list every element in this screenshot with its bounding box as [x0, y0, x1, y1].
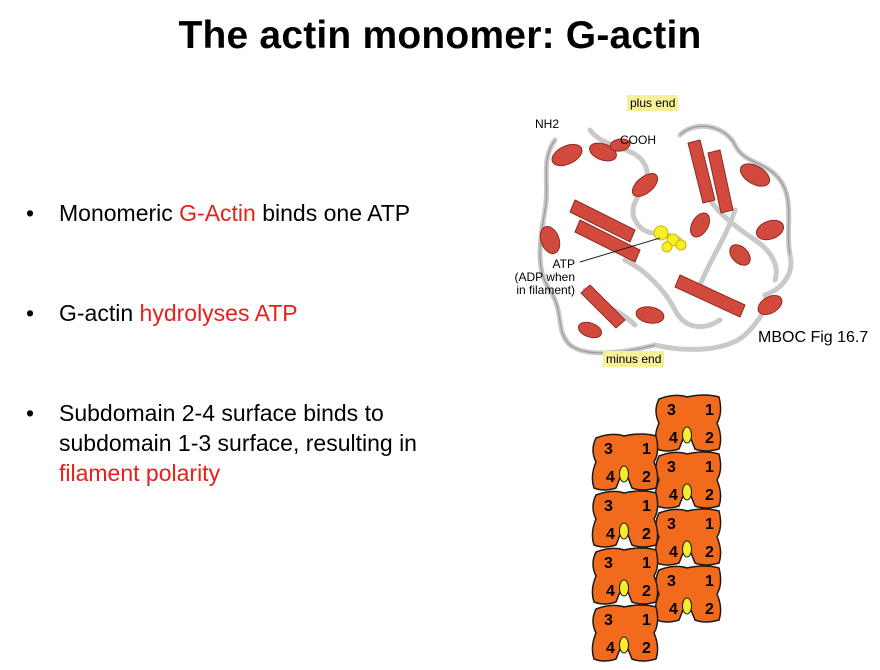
- actin-monomer: 3 1 4 2: [654, 451, 722, 509]
- subdomain-label: 3: [667, 573, 676, 590]
- secondary-structures: [539, 138, 785, 339]
- subdomain-label: 2: [705, 430, 714, 447]
- subdomain-label: 3: [604, 612, 613, 629]
- slide-title: The actin monomer: G-actin: [178, 14, 702, 57]
- bullet-highlight: G-Actin: [179, 200, 256, 226]
- atp-site: [619, 579, 629, 597]
- actin-monomer: 3 1 4 2: [591, 604, 659, 662]
- monomer-body: [591, 604, 659, 662]
- protein-ribbon-diagram: [537, 123, 794, 356]
- atp-label: ATP (ADP when in filament): [514, 257, 575, 297]
- g-actin-structure-figure: plus end minus end NH2 COOH ATP (ADP whe…: [495, 90, 825, 375]
- bullet-highlight: filament polarity: [59, 460, 221, 486]
- bullet-dot: •: [26, 400, 35, 426]
- actin-monomer: 3 1 4 2: [654, 508, 722, 566]
- subdomain-label: 3: [667, 402, 676, 419]
- bullet-dot: •: [26, 300, 35, 326]
- subdomain-label: 2: [705, 601, 714, 618]
- subdomain-label: 1: [705, 402, 714, 419]
- subdomain-label: 2: [642, 583, 651, 600]
- subdomain-label: 4: [669, 430, 678, 447]
- subdomain-label: 2: [705, 544, 714, 561]
- nh2-label: NH2: [535, 117, 560, 131]
- subdomain-label: 4: [606, 469, 615, 486]
- actin-monomer: 3 1 4 2: [654, 394, 722, 452]
- actin-monomer: 3 1 4 2: [591, 547, 659, 605]
- subdomain-label: 3: [667, 516, 676, 533]
- figure-caption: MBOC Fig 16.7: [758, 329, 869, 346]
- bullet-text: subdomain 1-3 surface, resulting in: [59, 430, 417, 456]
- bullet-dot: •: [26, 200, 35, 226]
- cooh-label: COOH: [620, 133, 656, 147]
- subdomain-label: 2: [705, 487, 714, 504]
- atp-site: [682, 483, 692, 501]
- subdomain-label: 4: [669, 487, 678, 504]
- subdomain-label: 4: [606, 640, 615, 657]
- coil-backbone: [537, 123, 794, 356]
- subdomain-label: 2: [642, 526, 651, 543]
- subdomain-label: 3: [667, 459, 676, 476]
- atp-site: [619, 465, 629, 483]
- bullet-text: Subdomain 2-4 surface binds to: [59, 400, 384, 426]
- subdomain-label: 3: [604, 498, 613, 515]
- actin-monomer: 3 1 4 2: [591, 433, 659, 491]
- bullet-text: Monomeric: [59, 200, 180, 226]
- atp-site: [682, 597, 692, 615]
- subdomain-label: 4: [669, 601, 678, 618]
- monomer-body: [591, 490, 659, 548]
- subdomain-label: 3: [604, 441, 613, 458]
- plus-end-label: plus end: [627, 95, 679, 111]
- subdomain-label: 1: [705, 516, 714, 533]
- subdomain-label: 1: [642, 555, 651, 572]
- subdomain-label: 1: [642, 498, 651, 515]
- subdomain-label: 2: [642, 640, 651, 657]
- subdomain-label: 2: [642, 469, 651, 486]
- subdomain-label: 4: [606, 583, 615, 600]
- atp-site: [619, 636, 629, 654]
- atp-site: [682, 540, 692, 558]
- bullet-highlight: hydrolyses ATP: [139, 300, 298, 326]
- actin-monomer: 3 1 4 2: [654, 565, 722, 623]
- atp-pointer-line: [579, 237, 661, 263]
- subdomain-label: 1: [642, 441, 651, 458]
- atp-molecule: [653, 225, 687, 253]
- monomer-body: [591, 433, 659, 491]
- subdomain-label: 3: [604, 555, 613, 572]
- subdomain-label: 1: [705, 573, 714, 590]
- atp-site: [619, 522, 629, 540]
- minus-end-label: minus end: [603, 351, 665, 367]
- subdomain-label: 4: [669, 544, 678, 561]
- atp-site: [682, 426, 692, 444]
- subdomain-label: 1: [705, 459, 714, 476]
- bullet-text: G-actin: [59, 300, 140, 326]
- coil-outline: [539, 125, 791, 354]
- monomer-body: [591, 547, 659, 605]
- actin-monomer: 3 1 4 2: [591, 490, 659, 548]
- bullet-text: binds one ATP: [255, 200, 411, 226]
- subdomain-label: 4: [606, 526, 615, 543]
- subdomain-label: 1: [642, 612, 651, 629]
